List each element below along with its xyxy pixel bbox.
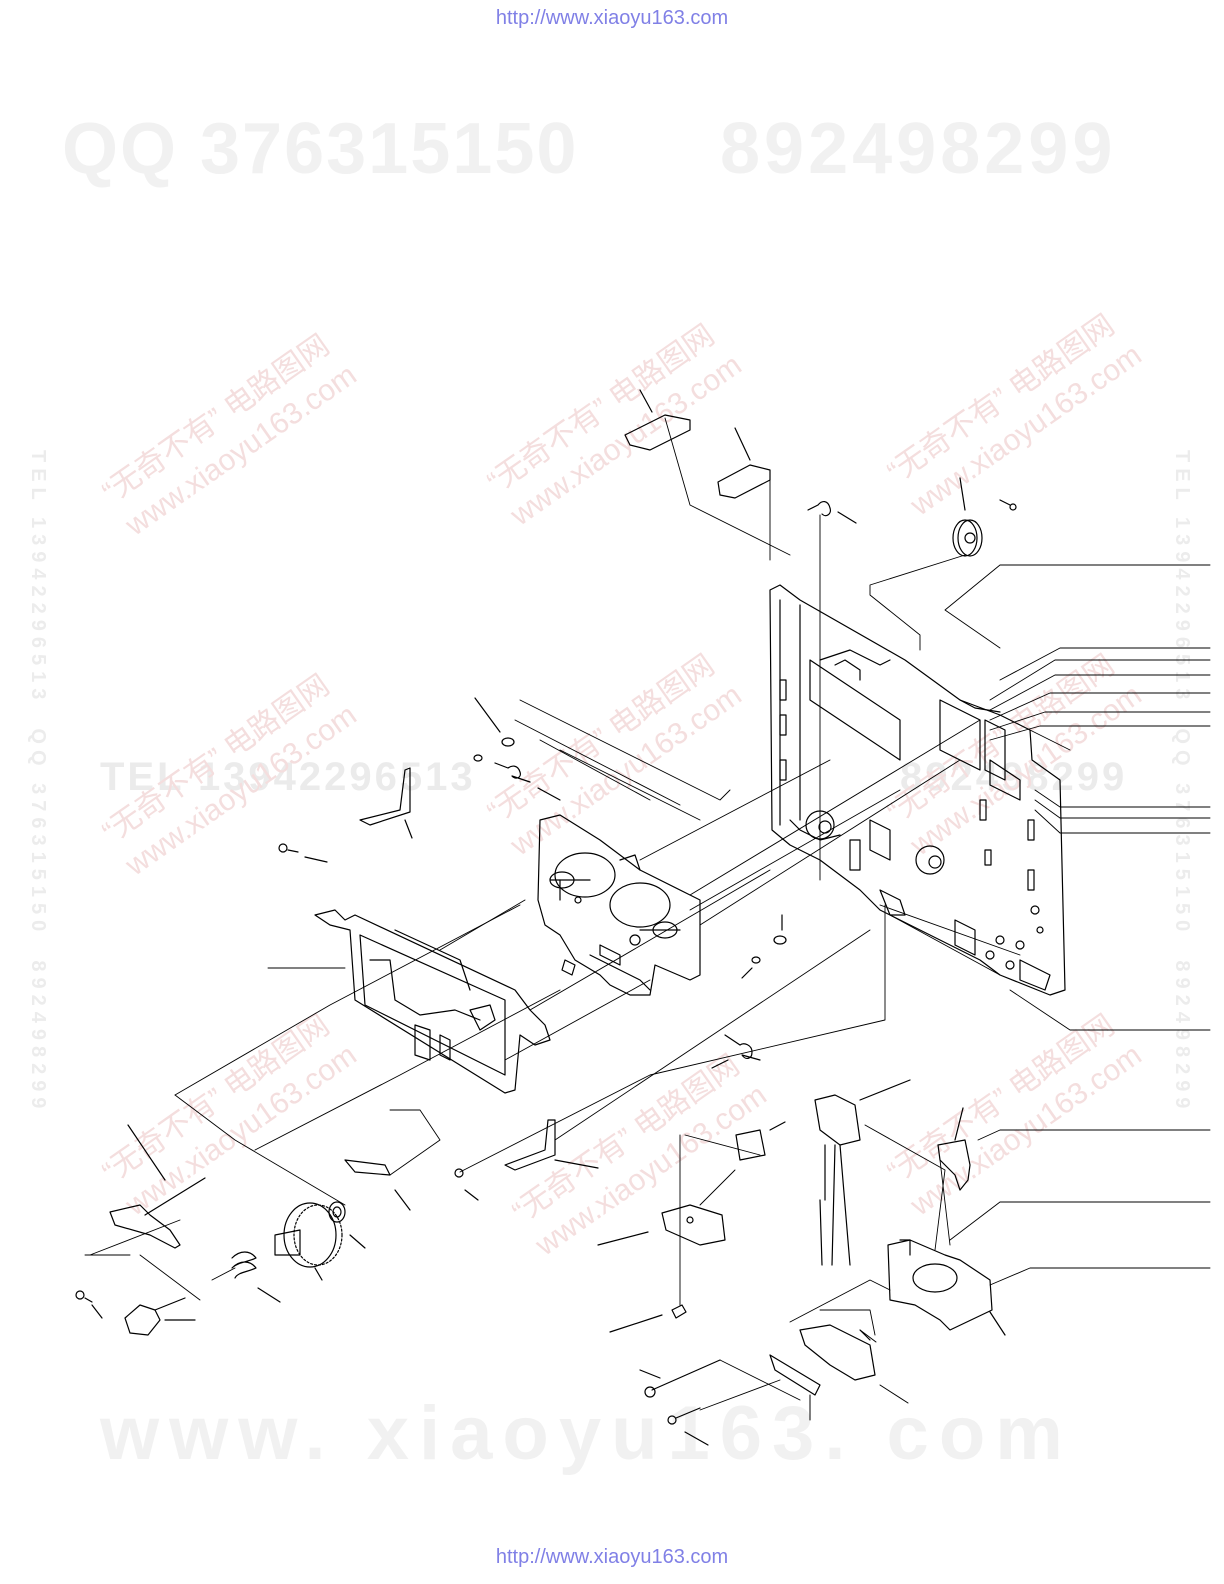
pointer-leaders <box>174 1319 909 1421</box>
watermark-site: www. xiaoyu163. com <box>100 1391 1073 1476</box>
spring-3 <box>711 1034 761 1069</box>
long-screw <box>639 1359 721 1398</box>
knob-shaft <box>124 1297 196 1336</box>
connector-block <box>735 1121 786 1161</box>
left-lever-bracket <box>359 767 413 839</box>
footer-url[interactable]: http://www.xiaoyu163.com <box>495 1546 729 1568</box>
header-url[interactable]: http://www.xiaoyu163.com <box>495 7 729 29</box>
lower-lever-assembly <box>769 1324 876 1396</box>
washer-1 <box>474 697 515 747</box>
screw-2 <box>75 1290 103 1319</box>
shaft-bracket <box>109 1124 206 1249</box>
watermark-vertical-right: TEL 13942296513 QQ 376315150 892498299 <box>1171 450 1193 1115</box>
mechanism-subframe <box>537 814 701 996</box>
top-spring <box>807 501 857 524</box>
screw-5 <box>667 1407 709 1446</box>
motor-housing <box>887 1239 1006 1336</box>
lever-3 <box>504 1119 599 1171</box>
washer-3 <box>328 1201 366 1249</box>
watermark-vertical-left: TEL 13942296513 QQ 376315150 892498299 <box>27 450 49 1115</box>
leader-lines <box>84 417 1211 1411</box>
top-lever-2 <box>717 427 771 499</box>
switch-harness <box>814 1079 911 1266</box>
spring-2 <box>494 762 561 801</box>
screw-4 <box>609 1304 687 1333</box>
lever-4 <box>937 1107 971 1191</box>
coil-spring <box>231 1251 281 1303</box>
screw-1 <box>278 843 328 863</box>
watermark-tel: TEL 13942296513 <box>100 755 476 799</box>
e-ring-1 <box>473 754 483 762</box>
main-chassis-frame <box>769 584 1066 996</box>
watermark-qq: QQ 376315150 <box>62 109 579 189</box>
top-lever-1 <box>624 389 691 451</box>
watermark-tel2: 892498299 <box>900 755 1128 799</box>
washer-2 <box>741 914 787 979</box>
pcb-board <box>597 1204 726 1246</box>
gear-assembly <box>274 1202 343 1281</box>
watermark-qq2: 892498299 <box>720 109 1117 189</box>
screw-3 <box>454 1168 479 1201</box>
cassette-holder <box>314 909 551 1094</box>
pinch-roller <box>952 477 1017 557</box>
